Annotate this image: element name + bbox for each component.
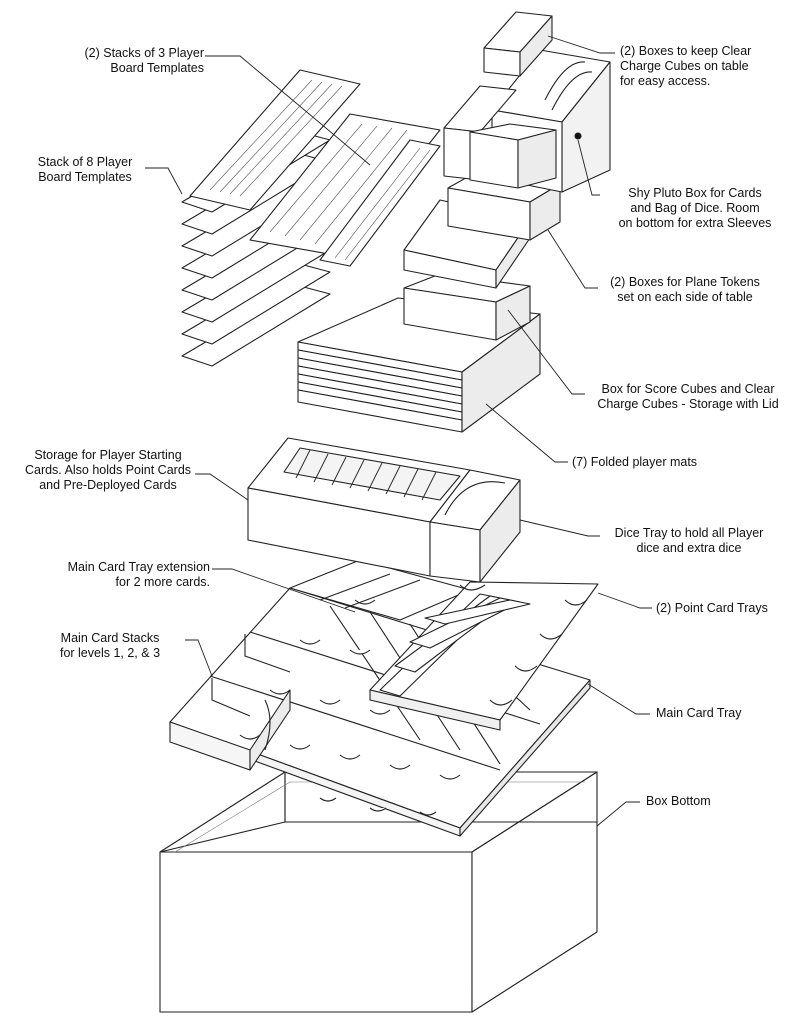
label-line: for easy access. bbox=[620, 74, 711, 88]
label-line: Charge Cubes - Storage with Lid bbox=[597, 397, 779, 411]
label-line: Charge Cubes on table bbox=[620, 59, 749, 73]
label-player-board-stacks: (2) Stacks of 3 Player Board Templates bbox=[54, 46, 205, 76]
label-line: for 2 more cards. bbox=[115, 575, 210, 589]
label-line: set on each side of table bbox=[617, 290, 753, 304]
label-line: (2) Stacks of 3 Player bbox=[84, 46, 205, 60]
label-point-card-trays: (2) Point Card Trays bbox=[656, 601, 786, 616]
label-dice-tray: Dice Tray to hold all Player dice and ex… bbox=[604, 526, 774, 556]
label-line: Box for Score Cubes and Clear bbox=[601, 382, 775, 396]
label-plane-token-boxes: (2) Boxes for Plane Tokens set on each s… bbox=[600, 275, 770, 305]
label-starting-cards-storage: Storage for Player Starting Cards. Also … bbox=[18, 448, 198, 493]
label-player-board-stack8: Stack of 8 Player Board Templates bbox=[20, 155, 150, 185]
label-line: and Pre-Deployed Cards bbox=[39, 478, 177, 492]
label-line: (2) Point Card Trays bbox=[656, 601, 768, 615]
dice-tray bbox=[429, 469, 521, 583]
label-line: (2) Boxes for Plane Tokens bbox=[610, 275, 760, 289]
point-card-trays bbox=[369, 581, 599, 731]
label-score-cube-box: Box for Score Cubes and Clear Charge Cub… bbox=[588, 382, 788, 412]
label-box-bottom: Box Bottom bbox=[646, 794, 746, 809]
label-shy-pluto-box: Shy Pluto Box for Cards and Bag of Dice.… bbox=[600, 186, 790, 231]
player-board-templates bbox=[181, 69, 441, 367]
label-card-tray-extension: Main Card Tray extension for 2 more card… bbox=[30, 560, 210, 590]
label-line: Dice Tray to hold all Player bbox=[614, 526, 764, 540]
label-clear-cube-boxes: (2) Boxes to keep Clear Charge Cubes on … bbox=[620, 44, 790, 89]
label-line: Shy Pluto Box for Cards bbox=[628, 186, 762, 200]
label-line: on bottom for extra Sleeves bbox=[618, 216, 772, 230]
clear-charge-cube-boxes bbox=[443, 11, 557, 189]
label-line: Board Templates bbox=[38, 170, 132, 184]
label-line: Cards. Also holds Point Cards bbox=[24, 463, 192, 477]
label-line: Board Templates bbox=[110, 61, 204, 75]
label-line: Storage for Player Starting bbox=[34, 448, 182, 462]
label-line: Box Bottom bbox=[646, 794, 711, 808]
label-line: (2) Boxes to keep Clear bbox=[620, 44, 752, 58]
label-line: for levels 1, 2, & 3 bbox=[59, 646, 161, 660]
label-line: Main Card Tray extension bbox=[67, 560, 210, 574]
label-line: Main Card Stacks bbox=[60, 631, 160, 645]
label-line: dice and extra dice bbox=[636, 541, 742, 555]
folded-player-mats bbox=[297, 297, 541, 433]
label-main-card-tray: Main Card Tray bbox=[656, 706, 776, 721]
label-line: (7) Folded player mats bbox=[572, 455, 698, 469]
starting-card-storage bbox=[247, 437, 471, 577]
label-line: Main Card Tray bbox=[656, 706, 742, 720]
label-line: Stack of 8 Player bbox=[37, 155, 133, 169]
leader-lines bbox=[145, 35, 652, 827]
label-player-mats: (7) Folded player mats bbox=[572, 455, 742, 470]
label-line: and Bag of Dice. Room bbox=[630, 201, 760, 215]
label-main-card-stacks: Main Card Stacks for levels 1, 2, & 3 bbox=[40, 631, 180, 661]
